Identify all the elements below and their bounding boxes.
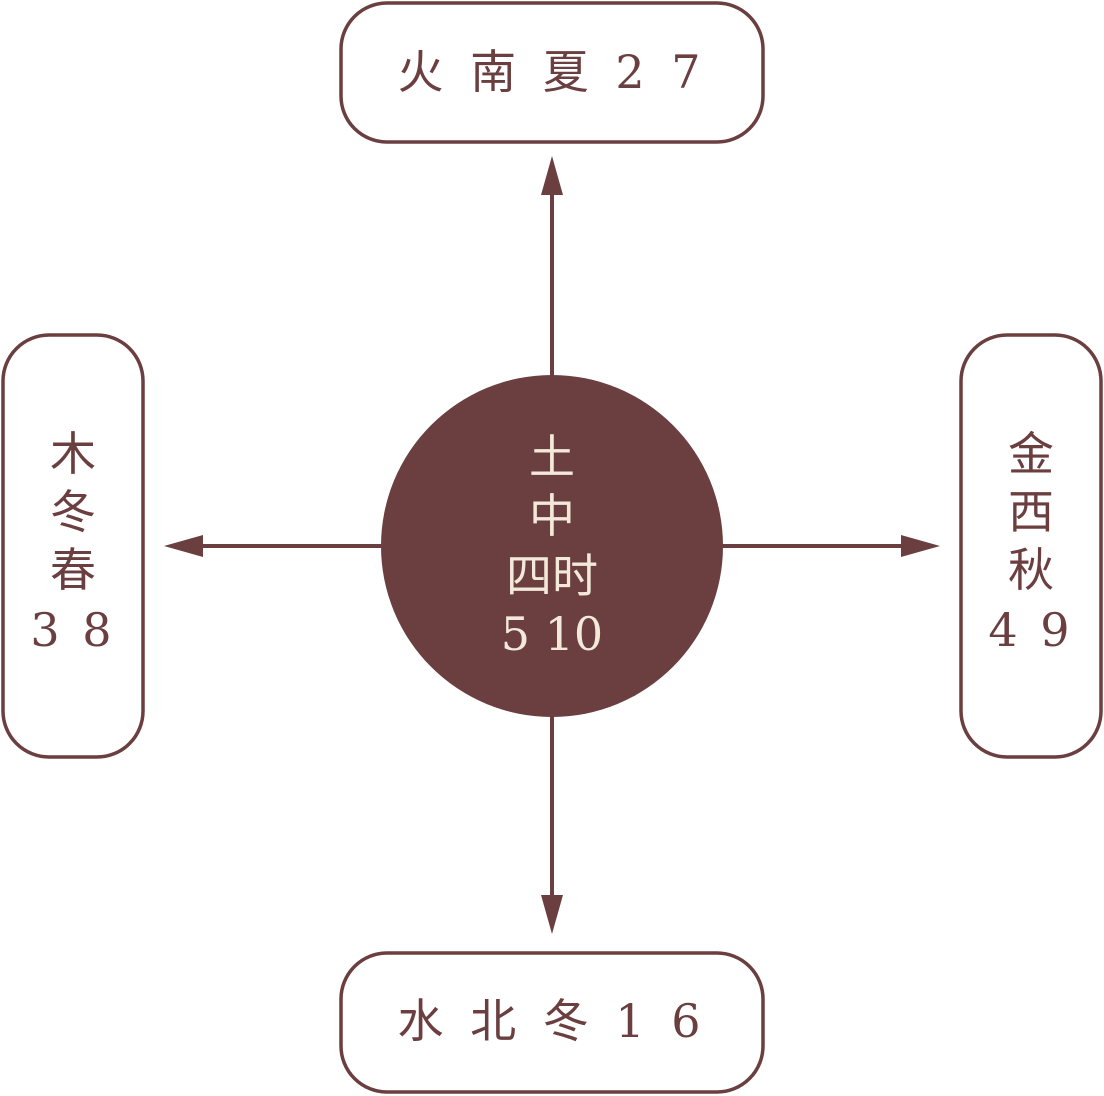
left-node: 木 冬 春 3 8 <box>1 333 145 759</box>
center-node: 土 中 四时 5 10 <box>381 375 723 717</box>
arrow-right-head <box>901 535 940 557</box>
bottom-node-label: 水 北 冬 1 6 <box>397 994 706 1048</box>
left-node-line-1: 木 <box>50 427 96 481</box>
right-node: 金 西 秋 4 9 <box>959 333 1103 759</box>
arrow-up-head <box>541 156 563 195</box>
center-node-line-3: 四时 <box>506 549 598 603</box>
bottom-node-box <box>339 951 765 1094</box>
right-node-box <box>959 333 1103 759</box>
arrows <box>164 156 940 934</box>
right-node-line-4: 4 9 <box>988 603 1073 657</box>
left-node-line-4: 3 8 <box>30 603 115 657</box>
center-node-line-2: 中 <box>529 489 575 543</box>
right-node-line-3: 秋 <box>1008 543 1054 597</box>
arrow-left-head <box>164 535 203 557</box>
center-node-line-4: 5 10 <box>501 607 603 661</box>
left-node-box <box>1 333 145 759</box>
top-node: 火 南 夏 2 7 <box>339 1 765 144</box>
center-node-line-1: 土 <box>529 430 575 484</box>
arrow-down-head <box>541 895 563 934</box>
right-node-line-2: 西 <box>1008 485 1054 539</box>
top-node-box <box>339 1 765 144</box>
left-node-line-2: 冬 <box>50 485 96 539</box>
right-node-line-1: 金 <box>1008 427 1054 481</box>
left-node-line-3: 春 <box>50 543 96 597</box>
center-node-circle <box>381 375 723 717</box>
top-node-label: 火 南 夏 2 7 <box>397 45 706 99</box>
bottom-node: 水 北 冬 1 6 <box>339 951 765 1094</box>
